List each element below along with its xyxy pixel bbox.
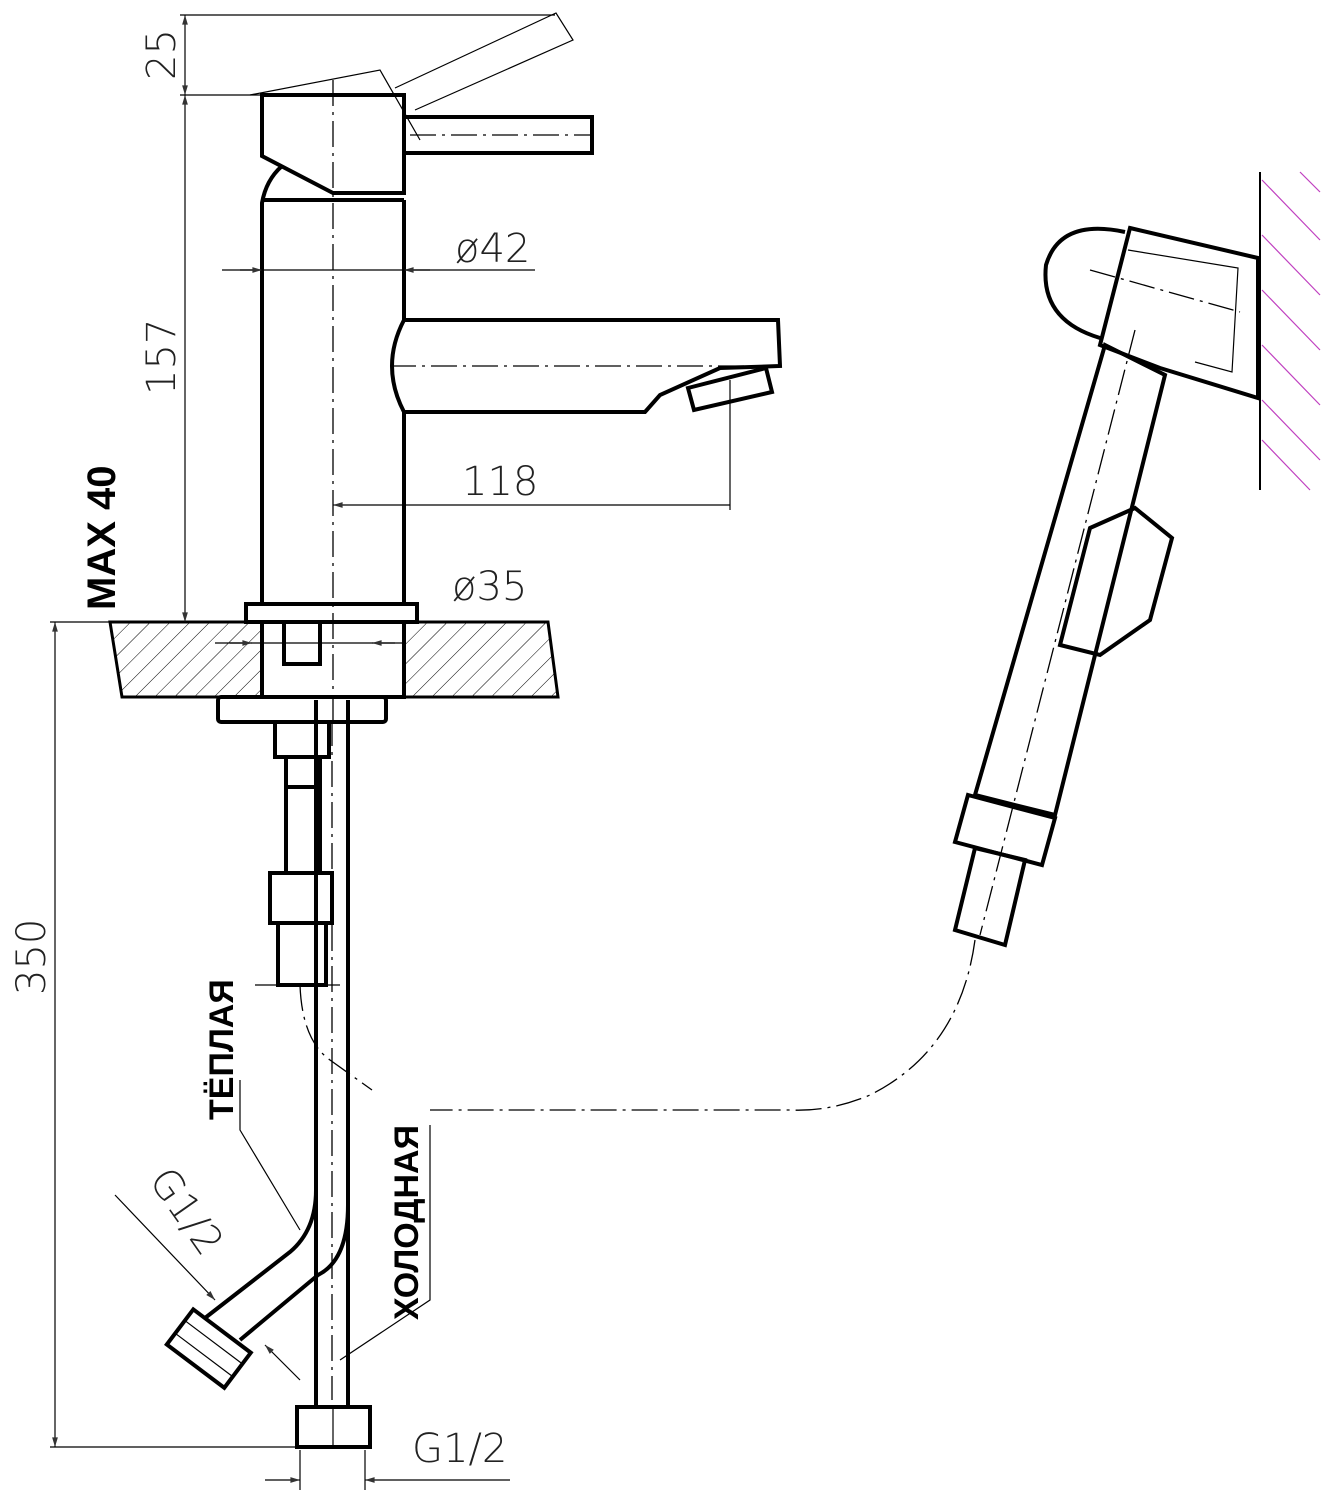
lever-raised-outline	[249, 12, 574, 141]
shower-handle	[972, 342, 1168, 818]
dim-body-diameter: ø42	[455, 226, 530, 272]
dim-max-thickness: MAX 40	[80, 466, 124, 611]
base-plate	[244, 602, 419, 624]
dim-cold-thread: G1/2	[412, 1426, 507, 1472]
handle-collar	[952, 792, 1058, 868]
shower-button	[1057, 505, 1175, 658]
hand-shower	[430, 171, 1321, 1111]
dim-spout-reach: 118	[462, 459, 538, 505]
label-cold: ХОЛОДНАЯ	[388, 1125, 426, 1320]
dim-hose-length: 350	[9, 919, 55, 995]
hoses	[164, 700, 431, 1449]
mixer-body	[244, 164, 419, 624]
mixer-head	[260, 93, 594, 195]
label-warm: ТЁПЛАЯ	[203, 979, 241, 1120]
dim-warm-thread: G1/2	[140, 1159, 232, 1264]
shower-head	[1043, 226, 1126, 340]
warm-hose-nut	[164, 1306, 254, 1391]
hose-centerline	[430, 939, 976, 1111]
dim-base-diameter: ø35	[452, 564, 527, 610]
countertop-section	[108, 620, 560, 699]
spout	[390, 318, 783, 414]
dimension-lines	[50, 14, 731, 1490]
wall-hatch	[1261, 171, 1321, 491]
lever-handle	[402, 115, 594, 155]
dim-height: 157	[139, 319, 185, 395]
hose-tail	[952, 845, 1028, 948]
wall-holder	[1097, 225, 1260, 401]
dim-lever-travel: 25	[139, 29, 185, 80]
aerator	[685, 365, 775, 413]
